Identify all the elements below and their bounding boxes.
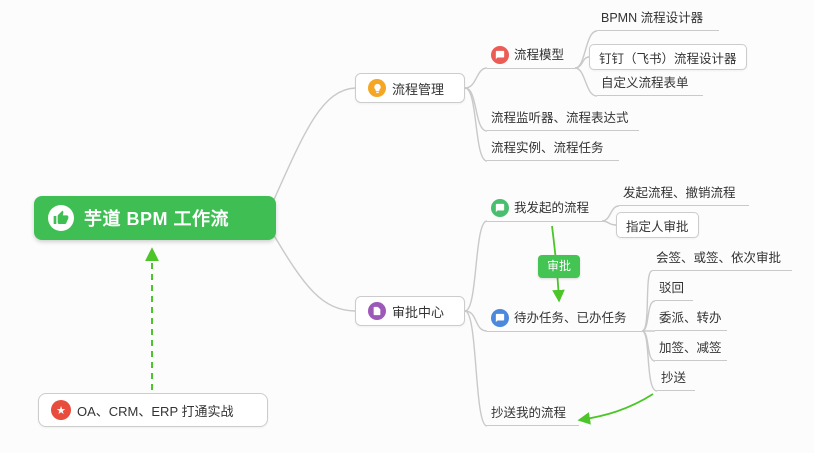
node-add-reduce-sign[interactable]: 加签、减签 — [655, 340, 727, 361]
chat-bubble-icon — [491, 199, 509, 217]
node-initiate-cancel[interactable]: 发起流程、撤销流程 — [619, 185, 749, 206]
node-bpmn-designer[interactable]: BPMN 流程设计器 — [597, 10, 719, 31]
node-reject[interactable]: 驳回 — [655, 280, 693, 301]
document-icon — [368, 302, 386, 320]
lightbulb-icon — [368, 79, 386, 97]
node-label: 钉钉（飞书）流程设计器 — [599, 51, 737, 66]
node-cc[interactable]: 抄送 — [657, 370, 695, 391]
root-node[interactable]: 芋道 BPM 工作流 — [34, 196, 276, 240]
node-label: 审批中心 — [392, 304, 445, 320]
node-process-model[interactable]: 流程模型 — [487, 46, 575, 69]
node-integration-practice[interactable]: ★ OA、CRM、ERP 打通实战 — [38, 393, 268, 427]
node-todo-done[interactable]: 待办任务、已办任务 — [487, 309, 642, 332]
star-icon: ★ — [51, 400, 71, 420]
node-label: 流程管理 — [392, 81, 445, 97]
node-countersign[interactable]: 会签、或签、依次审批 — [652, 250, 792, 271]
node-label: 我发起的流程 — [514, 201, 590, 215]
node-dingtalk-designer[interactable]: 钉钉（飞书）流程设计器 — [589, 44, 747, 70]
cc-flow-arrow — [577, 393, 654, 425]
node-label: 指定人审批 — [626, 219, 689, 234]
node-approval-center[interactable]: 审批中心 — [355, 296, 465, 326]
chat-bubble-icon — [491, 46, 509, 64]
root-label: 芋道 BPM 工作流 — [84, 209, 230, 229]
thumbs-up-icon — [48, 205, 74, 231]
node-label: 待办任务、已办任务 — [514, 311, 627, 325]
node-my-initiated[interactable]: 我发起的流程 — [487, 199, 602, 222]
node-process-management[interactable]: 流程管理 — [355, 73, 465, 103]
node-listener-expression[interactable]: 流程监听器、流程表达式 — [487, 110, 639, 131]
node-instance-task[interactable]: 流程实例、流程任务 — [487, 140, 619, 161]
node-label: OA、CRM、ERP 打通实战 — [77, 403, 234, 419]
approval-relation-label[interactable]: 审批 — [538, 255, 581, 278]
chat-bubble-icon — [491, 309, 509, 327]
node-assignee-approval[interactable]: 指定人审批 — [616, 212, 699, 238]
node-label: 流程模型 — [514, 48, 565, 62]
node-delegate-transfer[interactable]: 委派、转办 — [655, 310, 727, 331]
node-cc-my-process[interactable]: 抄送我的流程 — [487, 405, 579, 426]
node-custom-form[interactable]: 自定义流程表单 — [597, 75, 703, 96]
